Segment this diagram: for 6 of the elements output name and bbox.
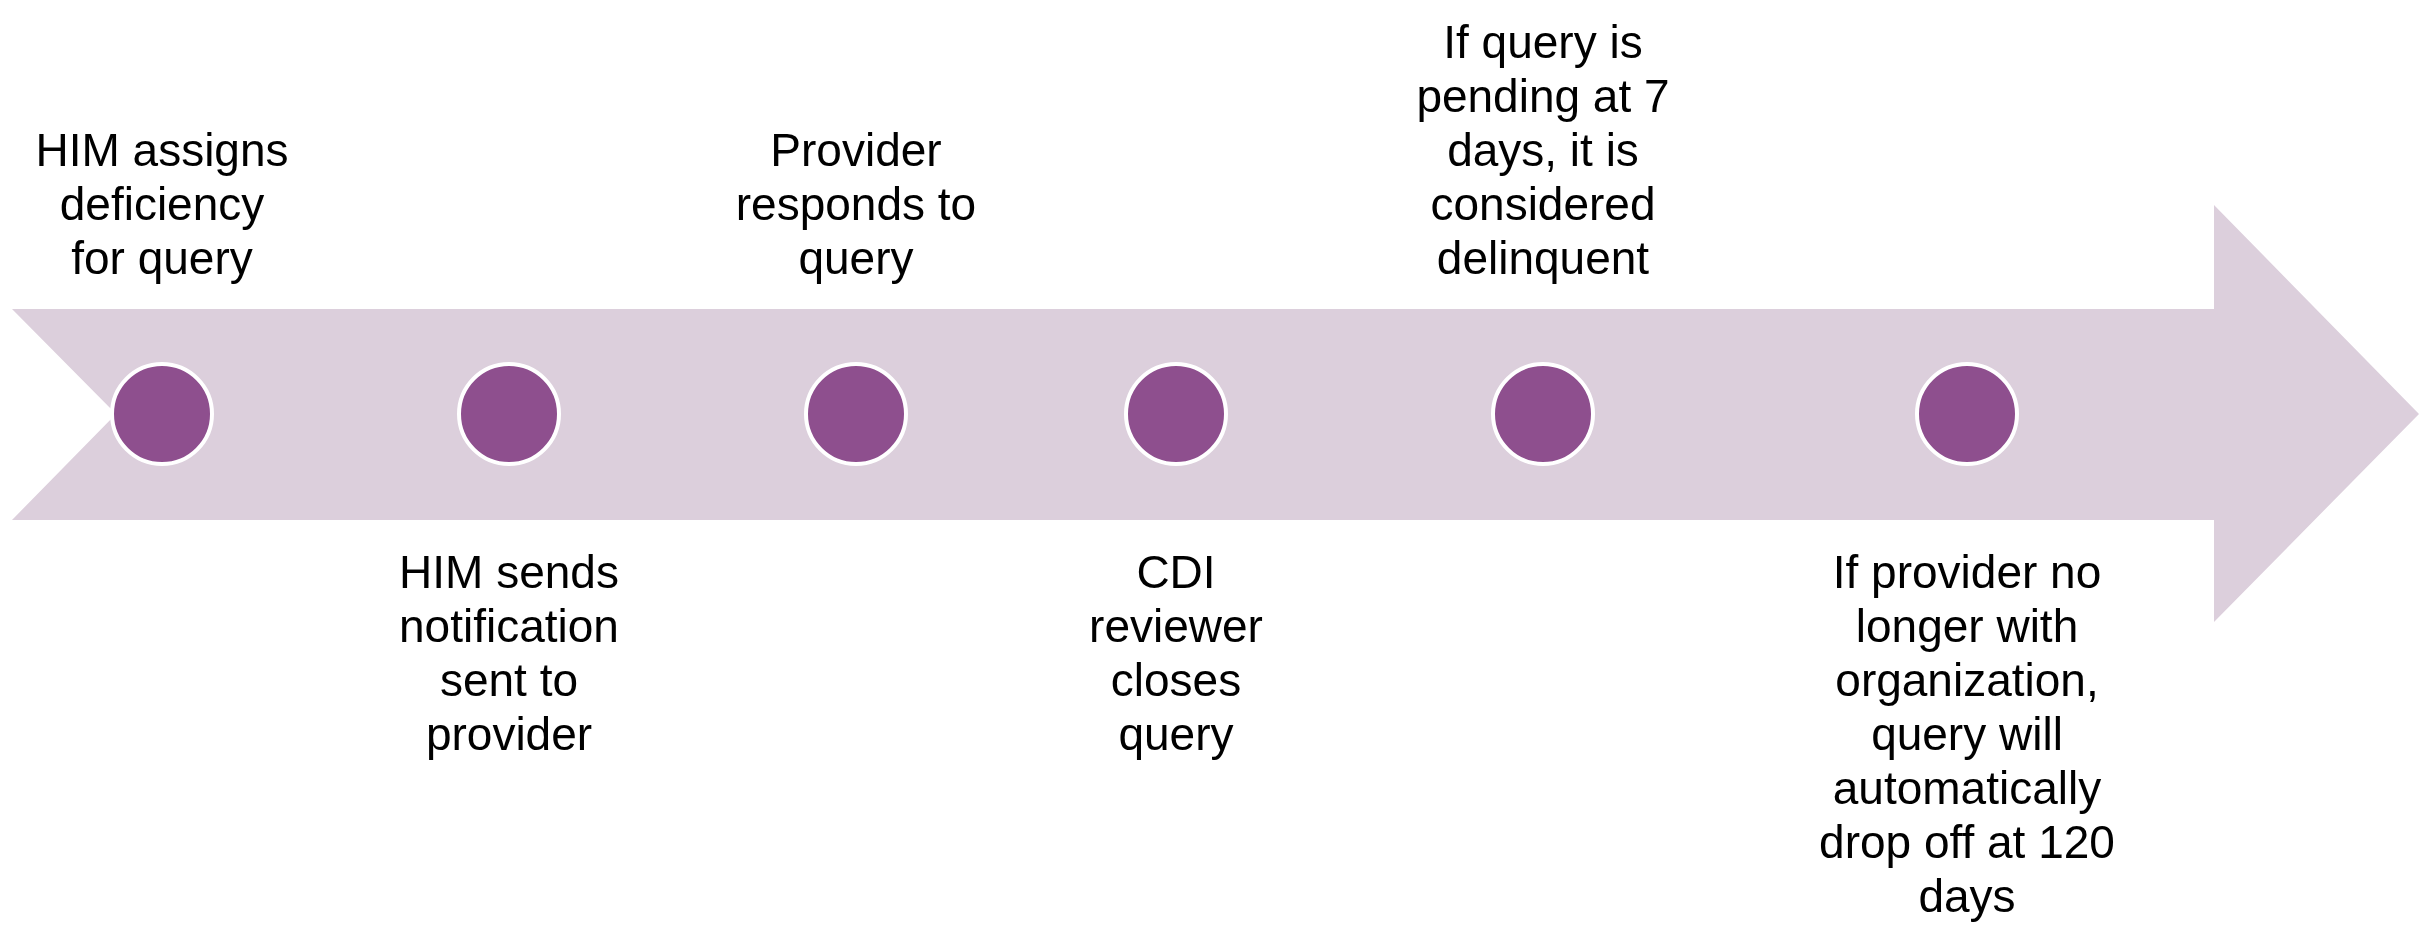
step-text: If query is pending at 7 days, it is considered delinquent (1415, 15, 1671, 285)
step-text: CDI reviewer closes query (1088, 545, 1264, 761)
step-text: Provider responds to query (734, 123, 978, 285)
step-text: If provider no longer with organization, query will automatically drop off at 120 days (1818, 545, 2116, 923)
step-text: HIM sends notification sent to provider (398, 545, 620, 761)
step-text: HIM assigns deficiency for query (34, 123, 290, 285)
